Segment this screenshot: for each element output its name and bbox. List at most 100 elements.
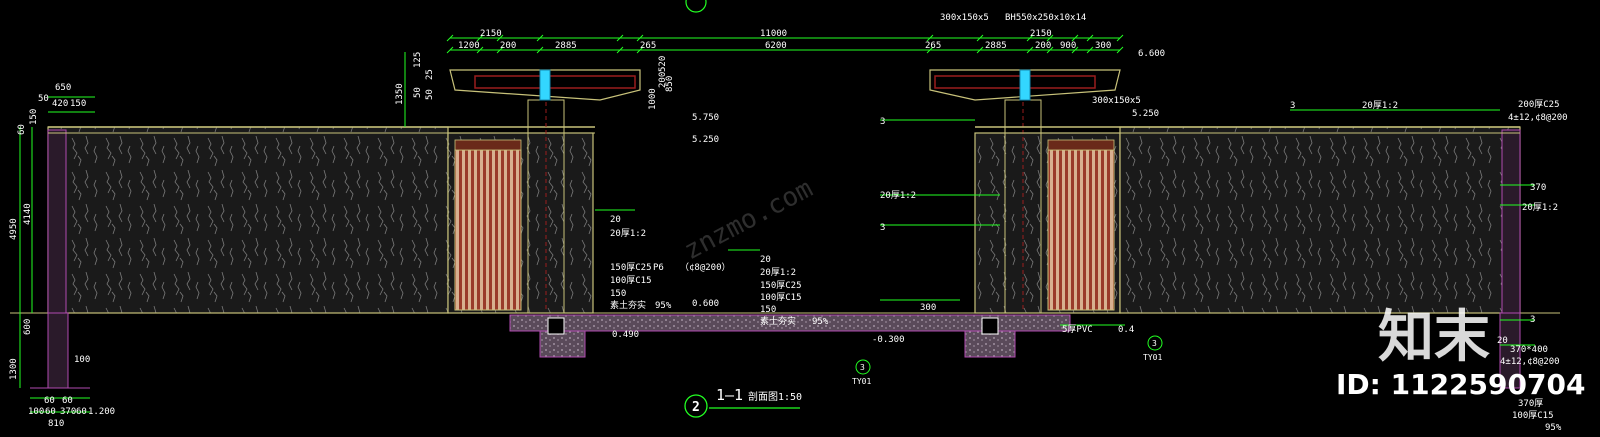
note-right-1: 20厚1:2	[1362, 100, 1398, 111]
note-right-12: 95%	[1545, 423, 1562, 433]
dim-bottom-1: 60	[62, 396, 73, 406]
drawing-labels: 2150 11000 2150 1200 200 2885 265 6200 2…	[9, 13, 1568, 433]
dim-bottom-5: 60	[76, 407, 87, 417]
layer-left-8: 95%	[655, 301, 672, 311]
dim-tick	[1046, 34, 1054, 42]
dim-tick	[1086, 46, 1094, 54]
dim-top-12: 300	[1095, 41, 1111, 51]
note-right-5: 20厚1:2	[1522, 202, 1558, 213]
dim-v-5: 125	[413, 52, 423, 68]
note-right-8: 370*400	[1510, 345, 1548, 355]
dimension-ticks	[446, 34, 1124, 54]
dim-tick	[976, 46, 984, 54]
dim-tick	[496, 46, 504, 54]
dim-tick	[926, 46, 934, 54]
elev-3: 5.250	[1132, 109, 1159, 119]
dim-top-4: 200	[500, 41, 516, 51]
layer-left-1: 20厚1:2	[610, 228, 646, 239]
layer-mid-0: 20	[760, 255, 771, 265]
dim-v-12: 520	[658, 56, 668, 72]
watermark-logo: 知末	[1378, 305, 1490, 370]
watermark-id: ID: 1122590704	[1336, 368, 1586, 401]
layer-left-2: 150厚C25	[610, 262, 652, 273]
note-center-3: 300	[920, 303, 936, 313]
dim-tick	[636, 46, 644, 54]
dim-bottom-0: 60	[44, 396, 55, 406]
dim-tick	[976, 34, 984, 42]
elev-5: 0.600	[692, 299, 719, 309]
layer-mid-2: 150厚C25	[760, 280, 802, 291]
dimension-lines	[19, 37, 1535, 413]
dim-bottom-6: 100	[74, 355, 90, 365]
dim-v-4: 1350	[395, 83, 405, 105]
dim-v-7: 50	[413, 87, 423, 98]
title-text: 1—1	[716, 386, 743, 404]
dim-top-8: 265	[925, 41, 941, 51]
dim-tick	[476, 34, 484, 42]
note-center-4: 5厚PVC	[1062, 324, 1093, 335]
dim-tick	[496, 34, 504, 42]
note-right-7: 20	[1497, 336, 1508, 346]
left-stone-wall	[47, 126, 595, 314]
layer-left-0: 20	[610, 215, 621, 225]
beam-label-0: 300x150x5	[940, 13, 989, 23]
note-center-2: 3	[880, 223, 885, 233]
dim-left-0: 650	[55, 83, 71, 93]
dim-left-2: 420	[52, 99, 68, 109]
dim-v-2: 1300	[9, 358, 19, 380]
dim-v-11: 200	[658, 72, 668, 88]
dim-tick	[1071, 46, 1079, 54]
dim-v-3: 600	[23, 319, 33, 335]
dim-tick	[1116, 34, 1124, 42]
left-pillar	[447, 95, 594, 314]
dim-v-6: 25	[425, 69, 435, 80]
tag-num-1: 3	[1152, 339, 1157, 348]
dim-tick	[926, 34, 934, 42]
dim-v-8: 50	[425, 89, 435, 100]
note-right-9: 4±12,¢8@200	[1500, 357, 1560, 367]
layer-left-3: P6	[653, 263, 664, 273]
dim-left-5: 150	[29, 109, 39, 125]
dim-top-10: 200	[1035, 41, 1051, 51]
dim-top-3: 1200	[458, 41, 480, 51]
tag-code-0: TY01	[852, 377, 871, 386]
elev-0: 6.600	[1138, 49, 1165, 59]
dim-top-6: 265	[640, 41, 656, 51]
dim-left-4: 60	[17, 124, 27, 135]
layer-left-7: （¢8@200）	[680, 262, 731, 273]
dim-bottom-3: 60	[45, 407, 56, 417]
canopy-right	[929, 69, 1121, 101]
note-right-4: 370	[1530, 183, 1546, 193]
note-right-6: 3	[1530, 315, 1535, 325]
layer-left-5: 150	[610, 289, 626, 299]
dim-top-9: 2885	[985, 41, 1007, 51]
dim-left-1: 50	[38, 94, 49, 104]
note-right-2: 200厚C25	[1518, 99, 1560, 110]
dim-tick	[1046, 46, 1054, 54]
right-pillar	[974, 95, 1121, 314]
dim-tick	[636, 34, 644, 42]
canopy-left	[449, 69, 641, 101]
note-center-5: 0.4	[1118, 325, 1134, 335]
elev-1: 5.750	[692, 113, 719, 123]
watermark-site: znzmo.com	[679, 174, 817, 267]
dim-tick	[1116, 46, 1124, 54]
layer-left-6: 素土夯实	[610, 299, 646, 311]
dim-tick	[1026, 34, 1034, 42]
title-scale: 剖面图1:50	[748, 390, 802, 403]
dim-tick	[616, 34, 624, 42]
dim-bottom-2: 100	[28, 407, 44, 417]
dim-left-3: 150	[70, 99, 86, 109]
note-right-10: 370厚	[1518, 398, 1543, 409]
note-center-1: 20厚1:2	[880, 190, 916, 201]
right-stone-wall	[975, 126, 1521, 314]
note-right-11: 100厚C15	[1512, 410, 1554, 421]
elev-6: 0.490	[612, 330, 639, 340]
dim-tick	[536, 34, 544, 42]
dim-top-2: 2150	[1030, 29, 1052, 39]
section-title-mark	[684, 0, 1163, 418]
dim-tick	[446, 46, 454, 54]
title-number: 2	[692, 400, 700, 415]
ground-slab	[10, 312, 1560, 389]
layer-mid-6: 95%	[812, 317, 829, 327]
